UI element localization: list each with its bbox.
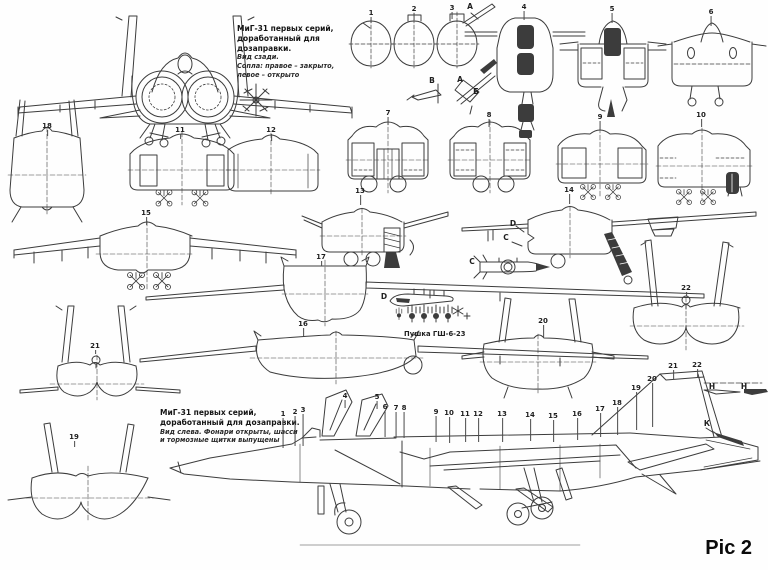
rear-caption-sub-2: Сопла: правое – закрыто, — [237, 62, 335, 71]
side-caption-title-2: доработанный для дозаправки. — [160, 417, 300, 427]
cross-section-2 — [391, 12, 437, 69]
pic-number-label: Pic 2 — [705, 537, 752, 559]
gun-pod-detail — [389, 288, 454, 307]
cross-section-17 — [145, 256, 705, 327]
rear-view-caption: МиГ-31 первых серий, доработанный для до… — [237, 24, 349, 80]
cross-section-13 — [301, 207, 449, 268]
cross-section-15 — [13, 220, 297, 291]
cross-section-3 — [434, 3, 496, 69]
side-view-caption: МиГ-31 первых серий, доработанный для до… — [160, 408, 310, 445]
propeller-detail — [239, 83, 273, 117]
cross-section-11 — [127, 131, 237, 207]
cross-section-22 — [629, 239, 745, 351]
side-caption-sub-1: Вид слева. Фонари открыты, шасси — [160, 427, 298, 436]
cross-section-7 — [345, 119, 431, 194]
cross-section-9 — [555, 127, 649, 200]
cross-section-5 — [559, 20, 667, 117]
cross-section-1 — [348, 18, 394, 69]
rear-caption-title-2: доработанный для дозаправки. — [237, 33, 320, 53]
cross-section-8 — [447, 119, 533, 194]
antenna-details — [406, 59, 497, 115]
rear-caption-sub-1: Вид сзади. — [237, 53, 279, 62]
cross-section-16 — [139, 330, 649, 385]
side-caption-title-1: МиГ-31 первых серий, — [160, 408, 257, 417]
gun-label: Пушка ГШ-6-23 — [404, 330, 466, 338]
cross-section-10 — [655, 127, 753, 205]
cross-section-18 — [7, 99, 87, 223]
side-caption-sub-2: и тормозные щитки выпущены — [160, 436, 280, 445]
rear-view-drawing — [17, 15, 353, 148]
missile-detail — [473, 254, 550, 280]
cross-section-19 — [7, 422, 171, 522]
ammo-detail — [395, 304, 471, 323]
cross-section-4 — [464, 17, 586, 138]
rear-caption-title-1: МиГ-31 первых серий, — [237, 24, 334, 33]
cross-section-14 — [461, 205, 757, 285]
cross-section-12 — [225, 132, 321, 195]
cross-section-6 — [657, 22, 767, 107]
cross-section-21 — [19, 305, 181, 401]
rear-caption-sub-3: левое – открыто — [237, 71, 300, 80]
side-view-drawing — [169, 370, 768, 546]
cross-section-20 — [461, 297, 615, 399]
